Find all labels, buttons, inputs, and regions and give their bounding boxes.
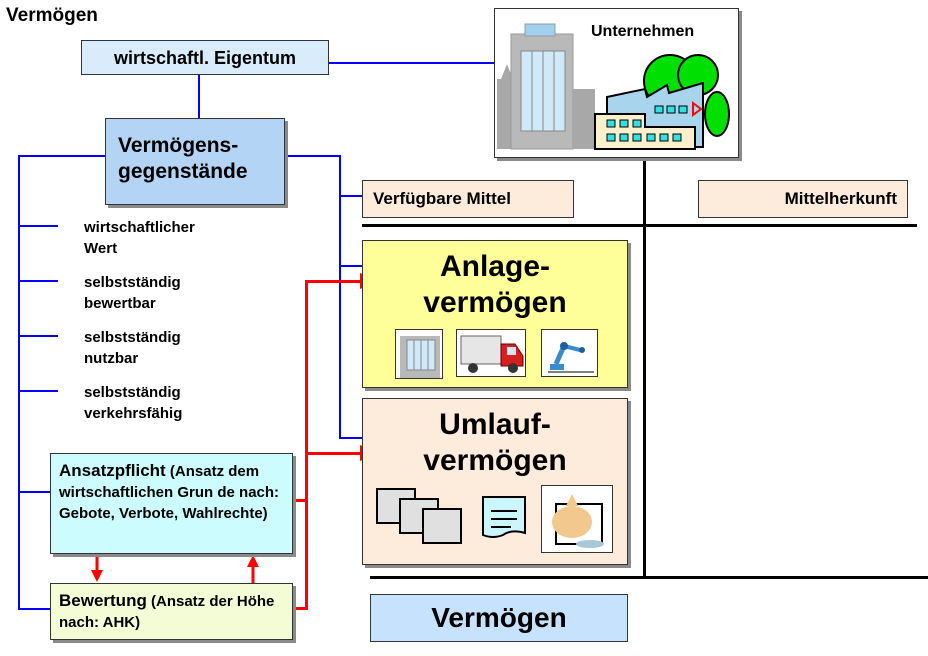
anlage-title-2: vermögen xyxy=(423,286,567,319)
connector-line xyxy=(18,335,58,337)
bewertung-box: Bewertung (Ansatz der Höhe nach: AHK) xyxy=(50,583,293,640)
eigentum-box: wirtschaftl. Eigentum xyxy=(81,40,329,75)
connector-line xyxy=(18,225,58,227)
connector-line xyxy=(198,75,200,118)
arrowhead-down xyxy=(91,570,103,582)
arrow-line xyxy=(305,452,360,455)
ansatzpflicht-detail: (Ansatz dem wirtschaftlichen Grun de nac… xyxy=(59,463,280,522)
vermoegen-label-box: Vermögen xyxy=(370,594,628,642)
criterion-line: nutzbar xyxy=(84,350,139,367)
connector-line xyxy=(18,155,20,609)
ansatzpflicht-heading: Ansatzpflicht xyxy=(59,461,166,480)
mittelherkunft-box: Mittelherkunft xyxy=(698,180,908,218)
connector-line xyxy=(18,280,58,282)
anlagevermoegen-box: Anlage- vermögen xyxy=(362,240,628,388)
connector-line xyxy=(18,491,50,493)
note-icon xyxy=(482,496,526,538)
unternehmen-label: Unternehmen xyxy=(591,23,695,40)
vg-line-2: gegenstände xyxy=(118,160,248,183)
connector-line xyxy=(339,437,371,439)
connector-line xyxy=(18,155,105,157)
vg-line-1: Vermögens- xyxy=(118,134,239,157)
criterion-line: selbstständig xyxy=(84,329,181,346)
connector-line xyxy=(339,155,341,438)
criterion-line: verkehrsfähig xyxy=(84,405,183,422)
connector-line xyxy=(329,62,495,64)
verfuegbare-mittel-box: Verfügbare Mittel xyxy=(362,180,574,218)
umlaufvermoegen-box: Umlauf- vermögen xyxy=(362,398,628,565)
ansatzpflicht-box: Ansatzpflicht (Ansatz dem wirtschaftlich… xyxy=(50,453,293,554)
umlauf-title-1: Umlauf- xyxy=(439,408,551,441)
connector-line xyxy=(339,265,371,267)
t-account-horizontal-top xyxy=(362,224,917,227)
page-title: Vermögen xyxy=(6,5,98,26)
money-bag-icon xyxy=(541,485,613,553)
truck-icon xyxy=(456,329,526,377)
anlage-title-1: Anlage- xyxy=(439,250,550,283)
stacked-documents-icon xyxy=(376,488,462,544)
criterion-verkehrsfaehig: selbstständig verkehrsfähig xyxy=(84,382,182,424)
arrow-line xyxy=(293,499,307,502)
t-account-vertical xyxy=(643,158,646,578)
arrowhead-up xyxy=(247,555,259,567)
bewertung-heading: Bewertung xyxy=(59,591,147,610)
connector-line xyxy=(339,195,362,197)
robot-arm-icon xyxy=(541,329,598,377)
umlauf-title-2: vermögen xyxy=(423,444,567,477)
arrow-line xyxy=(293,607,307,610)
criterion-nutzbar: selbstständig nutzbar xyxy=(84,327,181,369)
criterion-line: wirtschaftlicher xyxy=(84,219,195,236)
arrow-line xyxy=(305,280,308,610)
criterion-bewertbar: selbstständig bewertbar xyxy=(84,272,181,314)
company-buildings-icon xyxy=(497,23,730,150)
criterion-wert: wirtschaftlicher Wert xyxy=(84,217,195,259)
office-building-icon xyxy=(395,329,443,379)
criterion-line: bewertbar xyxy=(84,295,156,312)
connector-line xyxy=(18,390,58,392)
arrow-line xyxy=(305,280,360,283)
criterion-line: selbstständig xyxy=(84,384,181,401)
connector-line xyxy=(18,608,50,610)
connector-line xyxy=(285,155,341,157)
unternehmen-box: Unternehmen xyxy=(494,8,739,158)
criterion-line: Wert xyxy=(84,240,118,257)
t-account-horizontal-bottom xyxy=(370,576,928,579)
bewertung-detail: (Ansatz der Höhe nach: AHK) xyxy=(59,593,275,631)
criterion-line: selbstständig xyxy=(84,274,181,291)
vermoegensgegenstaende-box: Vermögens- gegenstände xyxy=(105,118,285,205)
